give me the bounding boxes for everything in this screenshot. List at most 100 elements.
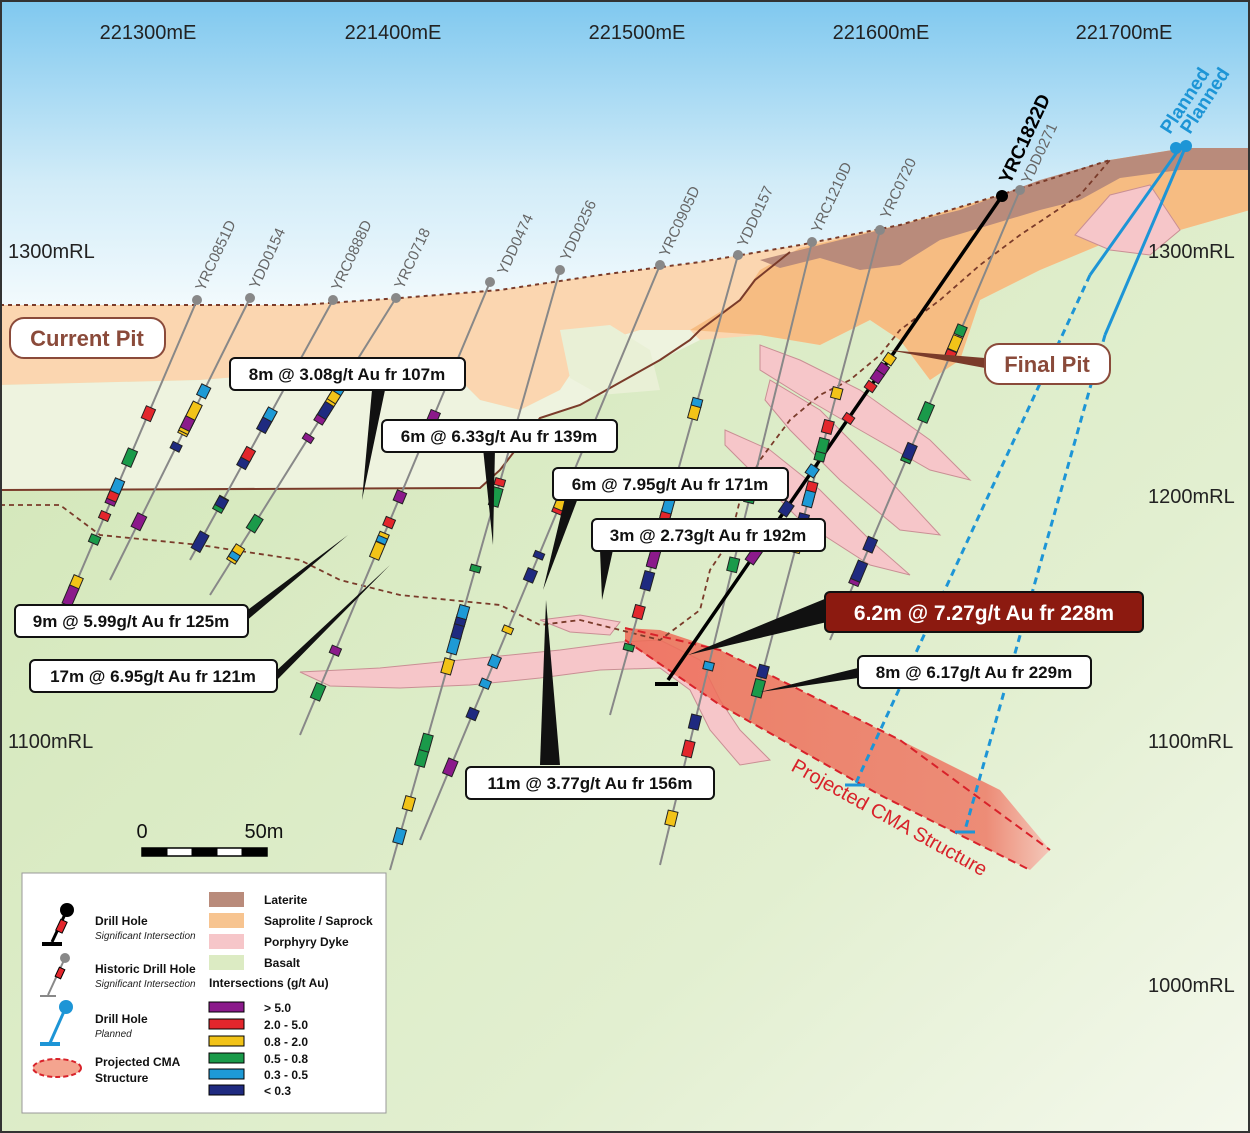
intersection-block [328,644,343,657]
legend-unit-dyke: Porphyry Dyke [264,935,349,949]
current-pit-label: Current Pit [30,326,144,351]
intersection-block [815,436,831,455]
intersection-block [862,535,879,554]
planned-holes [845,140,1192,834]
intersection-block [190,530,210,554]
svg-text:9m @ 5.99g/t Au fr 125m: 9m @ 5.99g/t Au fr 125m [33,612,229,631]
legend-unit-basalt: Basalt [264,956,300,970]
intersection-block [454,616,467,628]
intersection-block [702,660,715,672]
intersection-block [309,681,327,702]
intersection-block [522,567,539,584]
rl-left-1100: 1100mRL [8,731,93,753]
intersection-block [901,441,918,462]
intersection-block [214,495,230,510]
oxide-pocket [560,325,660,395]
intersection-block [240,445,257,463]
intersection-block [487,653,502,670]
intersection-block [501,624,515,636]
intersection-block [690,396,704,409]
legend-int-title: Intersections (g/t Au) [209,976,329,990]
legend-unit-saprolite: Saprolite / Saprock [264,914,373,928]
rl-right-1000: 1000mRL [1148,975,1235,997]
intersection-block [820,418,835,435]
intersection-block [465,706,480,722]
intersection-block [440,657,456,676]
callout-2: 6m @ 6.33g/t Au fr 139m [381,419,618,453]
rl-left-1300: 1300mRL [8,241,95,263]
final-pit-label: Final Pit [1004,352,1090,377]
intersection-block [109,477,126,496]
intersection-block [231,543,246,557]
cma-upper-edge [624,627,1051,851]
scale-end: 50m [245,821,284,843]
intersection-block [805,480,819,494]
final-pit-box [984,343,1111,385]
svg-text:6.2m @ 7.27g/t Au fr 228m: 6.2m @ 7.27g/t Au fr 228m [854,602,1114,625]
rl-right-1100: 1100mRL [1148,731,1233,753]
intersection-block [829,386,844,401]
legend-unit-laterite: Laterite [264,893,308,907]
yrc1822d-trace [666,195,1004,681]
callout-8: 17m @ 6.95g/t Au fr 121m [29,659,278,693]
svg-text:8m @ 3.08g/t Au fr 107m: 8m @ 3.08g/t Au fr 107m [249,365,445,384]
callout-6: 8m @ 6.17g/t Au fr 229m [857,655,1092,689]
svg-text:6m @ 7.95g/t Au fr 171m: 6m @ 7.95g/t Au fr 171m [572,475,768,494]
intersection-block [804,463,820,479]
legend-cma: Projected CMA [95,1055,181,1069]
final-pit-pointer [888,350,985,368]
legend-drill-hole: Drill Hole [95,914,148,928]
svg-text:3m @ 2.73g/t Au fr 192m: 3m @ 2.73g/t Au fr 192m [610,526,806,545]
easting-label-1: 221300mE [100,22,197,44]
intersection-block [881,351,898,367]
callout-5-highlight: 6.2m @ 7.27g/t Au fr 228m [824,591,1144,633]
easting-label-2: 221400mE [345,22,442,44]
intersection-block [441,757,459,778]
legend-historic-sub: Significant Intersection [95,979,196,990]
intersection-block [262,406,278,423]
intersection-block [401,794,417,812]
intersection-block [140,405,157,423]
dyke-c [724,429,911,576]
intersection-block [631,603,646,621]
scale-bar: 0 50m [136,821,284,857]
intersection-block [121,447,139,469]
intersection-block [169,440,183,453]
intersection-block [841,411,856,426]
yrc1822d-collar [996,190,1008,202]
legend-cma-2: Structure [95,1071,149,1085]
svg-text:17m @ 6.95g/t Au fr 121m: 17m @ 6.95g/t Au fr 121m [50,667,256,686]
intersection-block [313,413,327,426]
legend: Drill Hole Significant Intersection Hist… [21,872,387,1114]
intersection-block [469,563,482,574]
intersection-block [326,389,342,405]
intersection-block [863,379,878,394]
intersection-block [87,533,102,546]
intersection-block [478,677,493,691]
legend-grade-5: 0.3 - 0.5 [264,1068,308,1082]
cma-structure-band [625,628,1050,870]
legend-planned: Drill Hole [95,1012,148,1026]
legend-drill-hole-sub: Significant Intersection [95,931,196,942]
intersection-block [97,509,112,523]
intersection-block [532,549,546,561]
intersection-block [622,642,636,653]
intersection-block [953,323,968,338]
svg-text:6m @ 6.33g/t Au fr 139m: 6m @ 6.33g/t Au fr 139m [401,427,597,446]
intersection-block [368,540,386,561]
final-pit-outline [0,159,1111,641]
current-pit-box [9,317,166,359]
intersection-block [750,677,767,699]
intersection-block [680,739,696,759]
intersection-block [947,333,964,353]
callout-4: 3m @ 2.73g/t Au fr 192m [591,518,826,552]
svg-text:8m @ 6.17g/t Au fr 229m: 8m @ 6.17g/t Au fr 229m [876,663,1072,682]
sky [0,0,1250,305]
intersection-block [130,512,148,532]
callout-pointers [245,390,858,765]
intersection-block [917,400,936,424]
legend-grade-3: 0.8 - 2.0 [264,1035,308,1049]
intersection-block [418,732,434,753]
